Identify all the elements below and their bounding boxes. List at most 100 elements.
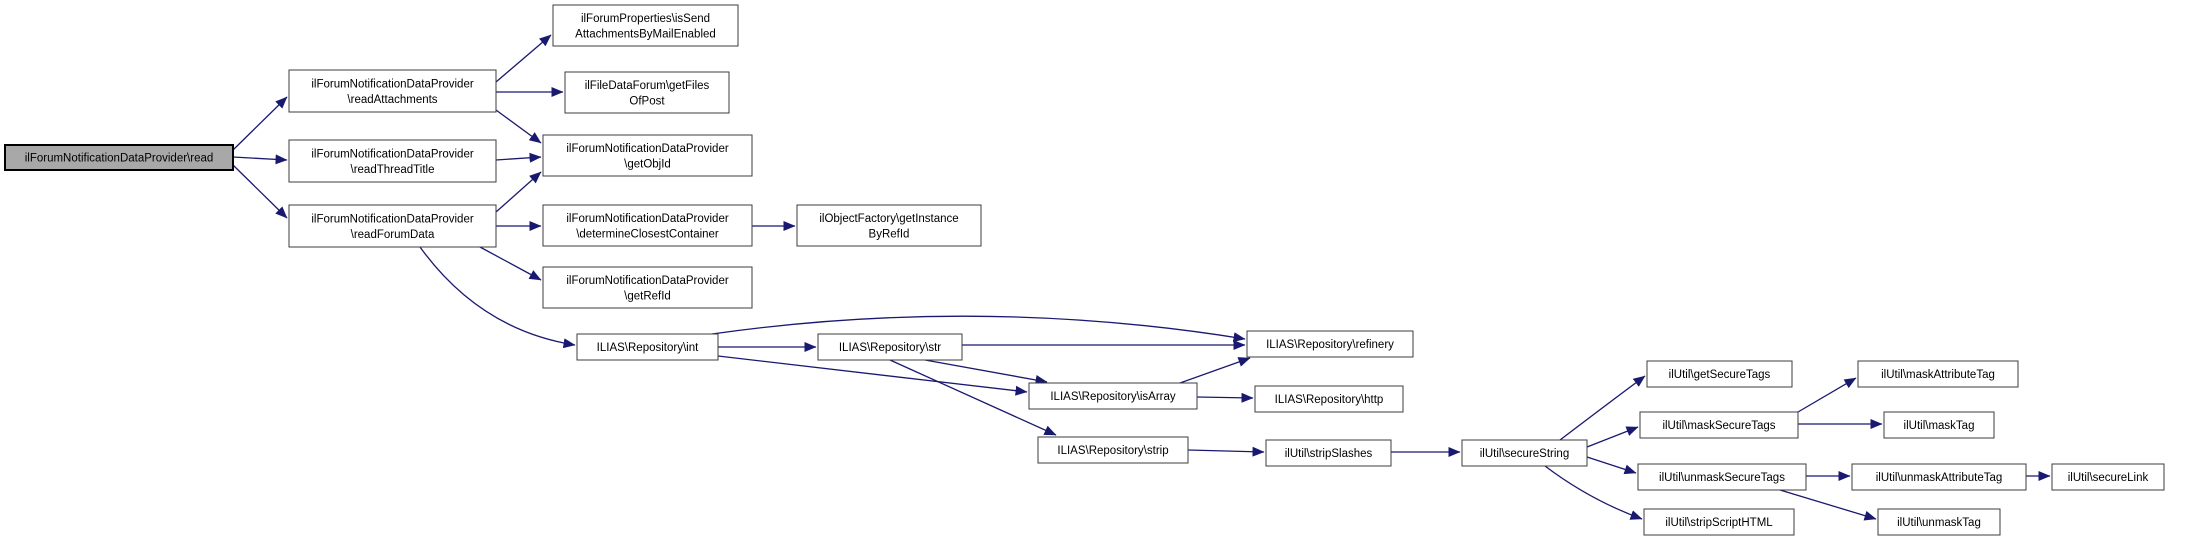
node-readAttachments-label-1: \readAttachments [347, 94, 437, 106]
node-refinery-label-0: ILIAS\Repository\refinery [1266, 339, 1394, 351]
edge-secureString-to-stripScriptHTML [1544, 465, 1643, 520]
node-isSendAttachmentsByMailEnabled-box [552, 4, 739, 47]
node-unmaskTag-box [1877, 508, 2001, 536]
node-http-label-0: ILIAS\Repository\http [1275, 394, 1384, 406]
node-getRefId-label-0: ilForumNotificationDataProvider [566, 275, 729, 287]
node-getSecureTags[interactable]: ilUtil\getSecureTags [1646, 360, 1793, 388]
node-isSendAttachmentsByMailEnabled-label-0: ilForumProperties\isSend [581, 13, 710, 25]
node-getFilesOfPost-label-1: OfPost [629, 95, 665, 107]
node-stripScriptHTML[interactable]: ilUtil\stripScriptHTML [1643, 508, 1795, 536]
node-readAttachments-box [288, 69, 497, 113]
edge-read-to-readForumData [232, 164, 288, 219]
node-maskAttributeTag-label-0: ilUtil\maskAttributeTag [1881, 369, 1995, 381]
node-readForumData-label-0: ilForumNotificationDataProvider [311, 213, 474, 225]
node-maskTag-label-0: ilUtil\maskTag [1904, 420, 1975, 432]
edge-isArray-to-http [1196, 392, 1254, 403]
node-maskSecureTags-box [1639, 411, 1799, 439]
node-unmaskSecureTags-box [1637, 463, 1807, 491]
node-secureLink[interactable]: ilUtil\secureLink [2051, 463, 2165, 491]
node-getInstanceByRefId-label-0: ilObjectFactory\getInstance [819, 213, 958, 225]
node-read-label-0: ilForumNotificationDataProvider\read [25, 153, 214, 165]
edge-int-to-refinery [711, 315, 1246, 343]
node-determineClosestContainer-label-1: \determineClosestContainer [576, 228, 719, 240]
node-getObjId-label-1: \getObjId [624, 158, 671, 170]
edge-readForumData-to-int [419, 246, 576, 349]
edge-str-to-strip [889, 359, 1057, 436]
node-maskAttributeTag-box [1857, 360, 2019, 388]
node-unmaskAttributeTag[interactable]: ilUtil\unmaskAttributeTag [1851, 463, 2027, 491]
node-read: ilForumNotificationDataProvider\read [4, 144, 234, 171]
node-unmaskTag[interactable]: ilUtil\unmaskTag [1877, 508, 2001, 536]
node-unmaskAttributeTag-label-0: ilUtil\unmaskAttributeTag [1876, 472, 2003, 484]
node-read-box [4, 144, 234, 171]
node-secureString-box [1461, 439, 1588, 467]
node-maskAttributeTag[interactable]: ilUtil\maskAttributeTag [1857, 360, 2019, 388]
node-str[interactable]: ILIAS\Repository\str [817, 333, 963, 361]
node-stripSlashes-box [1265, 439, 1392, 467]
node-unmaskAttributeTag-box [1851, 463, 2027, 491]
edge-isArray-to-refinery [1179, 357, 1251, 384]
node-secureLink-label-0: ilUtil\secureLink [2068, 472, 2149, 484]
node-getObjId-label-0: ilForumNotificationDataProvider [566, 143, 729, 155]
node-refinery-box [1246, 330, 1414, 358]
node-strip-box [1037, 436, 1189, 464]
node-readThreadTitle-label-0: ilForumNotificationDataProvider [311, 148, 474, 160]
edge-readForumData-to-getRefId [479, 246, 542, 281]
node-str-box [817, 333, 963, 361]
node-unmaskSecureTags-label-0: ilUtil\unmaskSecureTags [1659, 472, 1785, 484]
edge-secureString-to-getSecureTags [1559, 375, 1646, 441]
node-refinery[interactable]: ILIAS\Repository\refinery [1246, 330, 1414, 358]
node-secureString[interactable]: ilUtil\secureString [1461, 439, 1588, 467]
node-readThreadTitle-label-1: \readThreadTitle [351, 164, 435, 176]
edge-read-to-readThreadTitle [232, 154, 288, 165]
node-getObjId[interactable]: ilForumNotificationDataProvider \getObjId [542, 134, 753, 177]
edge-readThreadTitle-to-getObjId [495, 152, 542, 163]
node-stripScriptHTML-label-0: ilUtil\stripScriptHTML [1665, 517, 1773, 529]
node-stripSlashes-label-0: ilUtil\stripSlashes [1285, 448, 1373, 460]
node-isArray[interactable]: ILIAS\Repository\isArray [1028, 382, 1198, 410]
node-str-label-0: ILIAS\Repository\str [839, 342, 941, 354]
node-isArray-box [1028, 382, 1198, 410]
edge-readAttachments-to-isSendAttachmentsByMailEnabled [495, 34, 552, 83]
node-getFilesOfPost-label-0: ilFileDataForum\getFiles [585, 80, 710, 92]
node-determineClosestContainer-label-0: ilForumNotificationDataProvider [566, 213, 729, 225]
node-stripScriptHTML-box [1643, 508, 1795, 536]
node-isArray-label-0: ILIAS\Repository\isArray [1050, 391, 1176, 403]
node-getRefId[interactable]: ilForumNotificationDataProvider \getRefId [542, 266, 753, 309]
node-readAttachments[interactable]: ilForumNotificationDataProvider \readAtta… [288, 69, 497, 113]
node-readThreadTitle[interactable]: ilForumNotificationDataProvider \readThre… [288, 139, 497, 183]
node-maskTag[interactable]: ilUtil\maskTag [1883, 411, 1995, 439]
node-readForumData[interactable]: ilForumNotificationDataProvider \readForu… [288, 204, 497, 248]
node-getRefId-label-1: \getRefId [624, 290, 671, 302]
node-int[interactable]: ILIAS\Repository\int [576, 333, 719, 361]
edge-secureString-to-unmaskSecureTags [1586, 456, 1637, 475]
node-strip[interactable]: ILIAS\Repository\strip [1037, 436, 1189, 464]
node-isSendAttachmentsByMailEnabled[interactable]: ilForumProperties\isSendAttachmentsByMai… [552, 4, 739, 47]
edge-int-to-isArray [717, 355, 1028, 396]
edge-readAttachments-to-getObjId [495, 109, 542, 144]
node-getSecureTags-box [1646, 360, 1793, 388]
node-unmaskTag-label-0: ilUtil\unmaskTag [1897, 517, 1981, 529]
node-stripSlashes[interactable]: ilUtil\stripSlashes [1265, 439, 1392, 467]
node-http[interactable]: ILIAS\Repository\http [1254, 385, 1404, 413]
node-determineClosestContainer[interactable]: ilForumNotificationDataProvider \determin… [542, 204, 753, 247]
node-isSendAttachmentsByMailEnabled-label-1: AttachmentsByMailEnabled [575, 28, 716, 40]
node-strip-label-0: ILIAS\Repository\strip [1057, 445, 1168, 457]
edge-readForumData-to-getObjId [495, 171, 542, 213]
node-readForumData-label-1: \readForumData [351, 229, 435, 241]
node-unmaskSecureTags[interactable]: ilUtil\unmaskSecureTags [1637, 463, 1807, 491]
edge-read-to-readAttachments [232, 96, 288, 151]
node-getInstanceByRefId-label-1: ByRefId [869, 228, 910, 240]
node-getObjId-box [542, 134, 753, 177]
node-getSecureTags-label-0: ilUtil\getSecureTags [1669, 369, 1771, 381]
node-getInstanceByRefId-box [796, 204, 982, 247]
node-readAttachments-label-0: ilForumNotificationDataProvider [311, 78, 474, 90]
edge-strip-to-stripSlashes [1187, 446, 1265, 457]
node-determineClosestContainer-box [542, 204, 753, 247]
node-readForumData-box [288, 204, 497, 248]
node-maskSecureTags[interactable]: ilUtil\maskSecureTags [1639, 411, 1799, 439]
